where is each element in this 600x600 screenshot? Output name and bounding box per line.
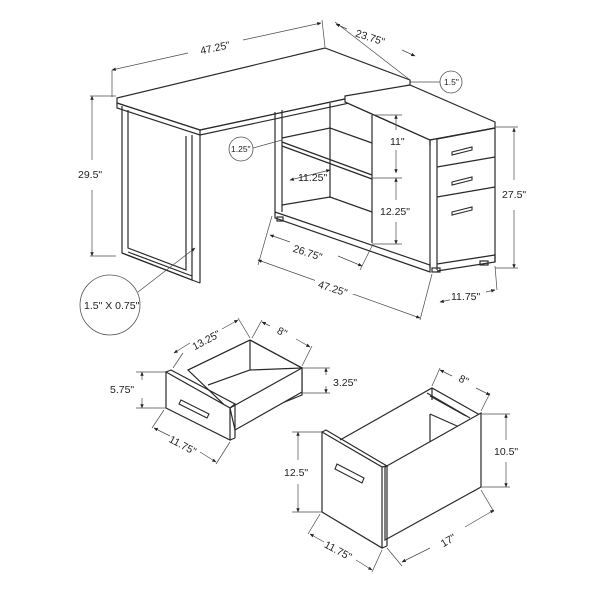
small-drawer-side (229, 366, 303, 431)
callout-top-thickness (439, 70, 463, 94)
dim-small-drawer-width: 8" (275, 325, 289, 340)
dim-upper-shelf-height: 11" (390, 136, 405, 148)
dim-file-drawer-side-height: 10.5" (494, 446, 518, 458)
desk-illustration (116, 47, 496, 284)
dim-top-thickness: 1.5" (444, 77, 459, 87)
dim-shelf-depth: 11.25" (298, 172, 327, 184)
dim-leg-profile: 1.5" X 0.75" (84, 300, 140, 312)
drawer-handle-2 (451, 176, 473, 186)
drawer-handle-3 (451, 206, 473, 216)
file-drawer-front (321, 430, 383, 550)
dim-small-drawer-length: 13.25" (190, 328, 222, 353)
small-drawer-handle (178, 399, 210, 419)
left-leg-frame (121, 106, 201, 284)
dim-file-drawer-front-height: 12.5" (284, 467, 308, 479)
small-drawer-illustration (165, 339, 303, 441)
dim-file-drawer-front-width: 11.75" (322, 539, 354, 563)
drawer-handle-1 (451, 146, 473, 156)
dim-file-drawer-depth: 17" (439, 532, 459, 550)
open-shelf-unit (274, 103, 431, 273)
dim-small-drawer-side-height: 3.25" (333, 377, 357, 389)
dim-cabinet-height: 27.5" (502, 189, 526, 201)
dim-desk-height: 29.5" (78, 169, 102, 181)
file-drawer-handle (334, 463, 365, 484)
dim-top-depth: 23.75" (354, 28, 387, 49)
dim-file-drawer-width: 8" (456, 373, 470, 388)
dim-shelf-thickness: 1.25" (231, 144, 251, 154)
dim-top-length: 47.25" (199, 39, 231, 57)
callout-shelf-thickness (228, 136, 254, 162)
file-drawer-illustration (321, 387, 482, 550)
file-drawer-side (384, 411, 482, 542)
callout-leg-profile (79, 274, 141, 336)
dim-lower-shelf-height: 12.25" (380, 206, 410, 218)
dim-small-drawer-front-height: 5.75" (110, 384, 134, 396)
dim-small-drawer-front-width: 11.75" (167, 434, 199, 458)
drawer-cabinet (429, 127, 496, 273)
dim-open-shelf-width: 26.75" (291, 243, 324, 264)
dim-return-depth: 11.75" (451, 291, 480, 303)
